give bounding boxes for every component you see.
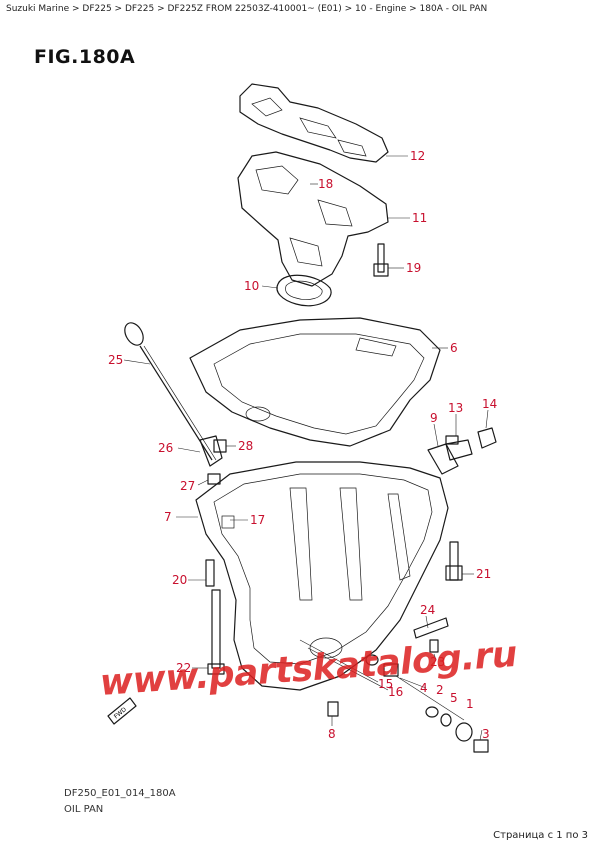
callout-12[interactable]: 12 xyxy=(410,149,425,163)
part-fasteners-27-28 xyxy=(207,439,227,485)
part-drain-assembly xyxy=(365,654,489,753)
part-plug-8 xyxy=(327,701,339,717)
leader-lines xyxy=(123,155,489,741)
callout-16[interactable]: 16 xyxy=(388,685,403,699)
figure-code: DF250_E01_014_180A xyxy=(64,788,176,799)
callout-17[interactable]: 17 xyxy=(250,513,265,527)
callout-11[interactable]: 11 xyxy=(412,211,427,225)
part-bolt-19 xyxy=(373,243,389,277)
part-gasket-large xyxy=(189,317,441,447)
part-gasket-top xyxy=(239,83,389,163)
callout-2[interactable]: 2 xyxy=(436,683,444,697)
callout-13[interactable]: 13 xyxy=(448,401,463,415)
part-clip-24-23 xyxy=(413,617,449,653)
callout-18[interactable]: 18 xyxy=(318,177,333,191)
callout-4[interactable]: 4 xyxy=(420,681,428,695)
part-oil-pan xyxy=(195,461,449,691)
figure-title: FIG.180A xyxy=(34,46,136,68)
page-indicator: Страница с 1 по 3 xyxy=(493,830,588,841)
part-dipstick xyxy=(124,322,223,467)
callout-21[interactable]: 21 xyxy=(476,567,491,581)
callout-23[interactable]: 23 xyxy=(430,655,445,669)
figure-caption: OIL PAN xyxy=(64,804,104,815)
callout-6[interactable]: 6 xyxy=(450,341,458,355)
callout-15[interactable]: 15 xyxy=(378,677,393,691)
part-housing xyxy=(237,151,389,287)
part-oring-10 xyxy=(276,274,332,307)
callout-10[interactable]: 10 xyxy=(244,279,259,293)
callout-9[interactable]: 9 xyxy=(430,411,438,425)
breadcrumb[interactable]: Suzuki Marine > DF225 > DF225 > DF225Z F… xyxy=(6,4,488,14)
callout-26[interactable]: 26 xyxy=(158,441,173,455)
callouts: 12 18 11 19 10 6 25 9 13 14 26 28 27 7 1… xyxy=(108,149,497,741)
callout-24[interactable]: 24 xyxy=(420,603,435,617)
callout-3[interactable]: 3 xyxy=(482,727,490,741)
callout-20[interactable]: 20 xyxy=(172,573,187,587)
part-sensor-9-13-14 xyxy=(427,427,497,475)
callout-27[interactable]: 27 xyxy=(180,479,195,493)
callout-28[interactable]: 28 xyxy=(238,439,253,453)
part-bolt-21 xyxy=(445,541,463,581)
callout-8[interactable]: 8 xyxy=(328,727,336,741)
callout-7[interactable]: 7 xyxy=(164,510,172,524)
callout-14[interactable]: 14 xyxy=(482,397,497,411)
callout-5[interactable]: 5 xyxy=(450,691,458,705)
callout-22[interactable]: 22 xyxy=(176,661,191,675)
callout-25[interactable]: 25 xyxy=(108,353,123,367)
callout-1[interactable]: 1 xyxy=(466,697,474,711)
callout-19[interactable]: 19 xyxy=(406,261,421,275)
part-bolts-left xyxy=(205,559,225,675)
